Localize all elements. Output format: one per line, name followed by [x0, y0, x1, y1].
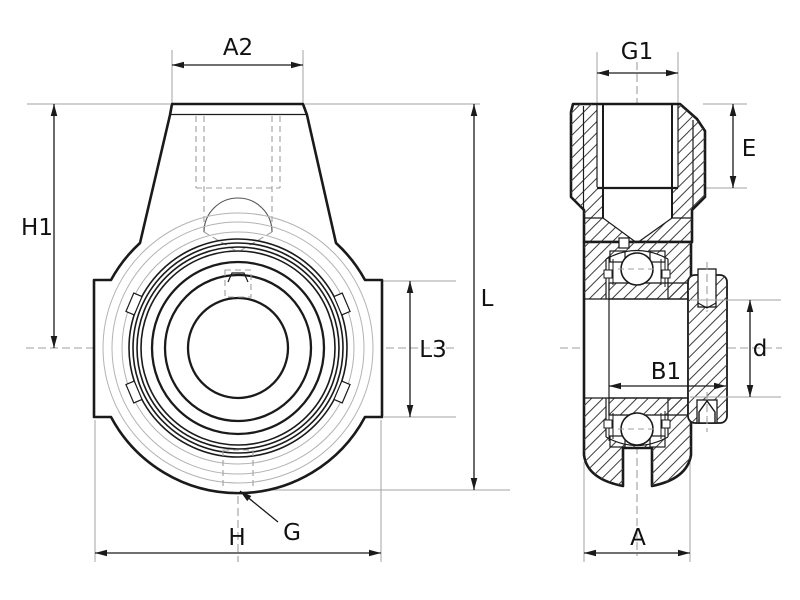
dim-label-b1: B1 — [651, 359, 681, 385]
housing-ring-hatch — [584, 242, 691, 486]
outer-ring-section — [649, 250, 666, 263]
inner-ring-top — [608, 282, 689, 300]
retainer-tab — [125, 292, 143, 316]
dim-a: A — [584, 525, 690, 557]
dim-g1: G1 — [597, 39, 678, 77]
seal-lip — [603, 419, 613, 429]
dim-e: E — [729, 104, 757, 188]
front-view: A2 H1 L3 L H G — [21, 35, 510, 562]
dim-label-a2: A2 — [223, 35, 253, 61]
dim-label-g: G — [283, 520, 301, 546]
retainer-tab — [125, 380, 143, 404]
anti-rotation-pin — [618, 237, 630, 249]
dim-h1: H1 — [21, 104, 58, 348]
seal-lip — [661, 269, 671, 279]
outer-ring-section — [649, 435, 666, 448]
outer-ring-face-circle — [150, 260, 326, 436]
dim-label-h: H — [228, 525, 245, 551]
housing-seat-circle-inner — [121, 231, 355, 465]
housing-seat-circle-outer — [102, 212, 374, 484]
drill-cone-left — [602, 217, 638, 244]
dim-label-l3: L3 — [419, 337, 446, 363]
retainer-tab — [333, 292, 351, 316]
outer-ring-groove-circle-2 — [136, 246, 340, 450]
dim-a2: A2 — [172, 35, 303, 69]
dim-g: G — [239, 490, 301, 546]
retainer-tabs — [125, 292, 351, 404]
outer-ring-groove-circle-1 — [132, 242, 344, 454]
dim-b1: B1 — [609, 359, 726, 390]
hidden-cone-left — [203, 231, 239, 253]
seal-lip — [661, 419, 671, 429]
dim-l: L — [470, 104, 494, 490]
housing-seat-circle-mid — [111, 221, 365, 475]
hidden-cone-right — [237, 231, 273, 253]
retainer-tab — [333, 380, 351, 404]
dim-l3: L3 — [406, 281, 447, 417]
dim-d: d — [746, 300, 768, 397]
pilot-dome-arc — [203, 197, 273, 233]
dim-label-g1: G1 — [621, 39, 653, 65]
dim-label-e: E — [742, 136, 757, 162]
dim-label-l: L — [481, 286, 494, 312]
sphere-seat-top-arc — [605, 250, 669, 260]
setscrew-head-notch — [227, 272, 249, 283]
dim-label-a: A — [630, 525, 646, 551]
drill-cone-right — [636, 217, 673, 244]
housing-bore-circle — [128, 238, 348, 458]
seal-lip — [603, 269, 613, 279]
outer-ring-section — [609, 435, 626, 448]
side-view: G1 E d B1 A — [560, 39, 782, 562]
inner-ring-bottom — [608, 397, 689, 416]
hidden-setscrew-hole — [224, 269, 252, 298]
dim-label-d: d — [753, 336, 768, 362]
shaft-bore-circle — [186, 296, 290, 400]
set-screw-top-point — [697, 302, 717, 309]
outer-ring-edge-circle — [140, 250, 336, 446]
dim-h: H — [95, 525, 381, 557]
inner-ring-circle — [163, 273, 313, 423]
outer-ring-section — [609, 250, 626, 263]
dim-label-h1: H1 — [21, 215, 53, 241]
